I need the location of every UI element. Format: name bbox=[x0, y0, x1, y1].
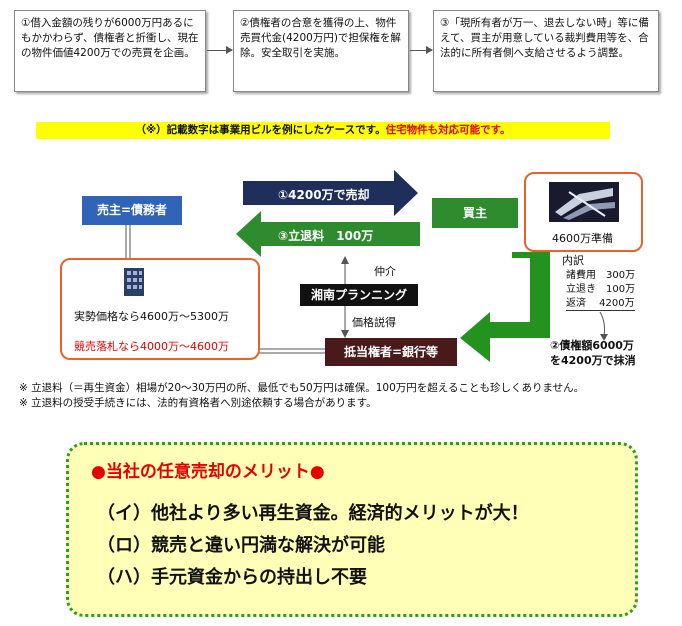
merit-item-2: （ロ）競売と違い円満な解決が可能 bbox=[97, 535, 385, 556]
auction-price-text: 競売落札なら4000万～4600万 bbox=[74, 340, 229, 353]
broker-box: 湘南プランニング bbox=[300, 284, 418, 306]
breakdown-title: 内訳 bbox=[562, 254, 584, 267]
footnote-2: ※ 立退料の授受手続きには、法的有資格者へ別途依頼する場合があります。 bbox=[19, 397, 377, 409]
merit-item-3: （ハ）手元資金からの持出し不要 bbox=[97, 567, 367, 588]
breakdown-item-2: 立退き 100万 bbox=[566, 284, 636, 295]
note-highlight: 住宅物件も対応可能です。 bbox=[385, 124, 511, 136]
office-building-icon bbox=[124, 268, 144, 296]
breakdown-arrow-head bbox=[600, 334, 608, 341]
payment-arrow-shape bbox=[460, 252, 550, 362]
broker-up-head bbox=[341, 256, 349, 264]
debt-result-label: ②債権額6000万 を4200万で抹消 bbox=[550, 339, 636, 367]
merit-box: ●当社の任意売却のメリット● （イ）他社より多い再生資金。経済的メリットが大！ … bbox=[66, 442, 638, 617]
merit-title: ●当社の任意売却のメリット● bbox=[91, 462, 325, 482]
flow-diagram bbox=[125, 170, 608, 362]
property-value-box: 実勢価格なら4600万～5300万 競売落札なら4000万～4600万 bbox=[60, 258, 260, 360]
persuasion-label: 価格説得 bbox=[352, 316, 396, 329]
merit-item-1: （イ）他社より多い再生資金。経済的メリットが大！ bbox=[97, 503, 529, 524]
step-box-1: ①借入金額の残りが6000万円あるにもかかわらず、債権者と折衝し、現在の物件価値… bbox=[14, 10, 206, 92]
sale-arrow-label: ①4200万で売却 bbox=[278, 188, 370, 202]
eviction-arrow-shape bbox=[236, 211, 420, 257]
market-price-text: 実勢価格なら4600万～5300万 bbox=[74, 310, 229, 323]
building-photo bbox=[549, 182, 619, 222]
sale-arrow-shape bbox=[243, 170, 418, 216]
footnote-1: ※ 立退料（＝再生資金）相場が20～30万円の所、最低でも50万円は確保。100… bbox=[19, 382, 585, 394]
arrow-step-1-to-2 bbox=[207, 46, 233, 54]
arrow-step-2-to-3 bbox=[410, 46, 433, 54]
case-note: （※）記載数字は事業用ビルを例にしたケースです。住宅物件も対応可能です。 bbox=[36, 122, 610, 139]
mediation-label: 仲介 bbox=[374, 265, 396, 278]
broker-down-head bbox=[341, 330, 349, 338]
breakdown-item-1: 諸費用 300万 bbox=[566, 270, 636, 281]
eviction-arrow-label: ③立退料 100万 bbox=[278, 229, 374, 243]
breakdown-arrow-line bbox=[599, 311, 605, 337]
step-box-2: ②債権者の合意を獲得の上、物件売買代金(4200万円)で担保権を解除。安全取引を… bbox=[233, 10, 409, 92]
seller-box: 売主=債務者 bbox=[82, 196, 182, 225]
buyer-box: 買主 bbox=[432, 198, 518, 228]
buyer-budget-box: 4600万準備 bbox=[524, 172, 643, 252]
breakdown-item-3: 返済 4200万 bbox=[566, 298, 635, 311]
buyer-budget-label: 4600万準備 bbox=[552, 232, 613, 245]
mortgagee-box: 抵当権者=銀行等 bbox=[325, 338, 457, 366]
note-main: （※）記載数字は事業用ビルを例にしたケースです。 bbox=[135, 124, 386, 136]
step-box-3: ③「現所有者が万一、退去しない時」等に備えて、買主が用意している裁判費用等を、合… bbox=[433, 10, 659, 92]
